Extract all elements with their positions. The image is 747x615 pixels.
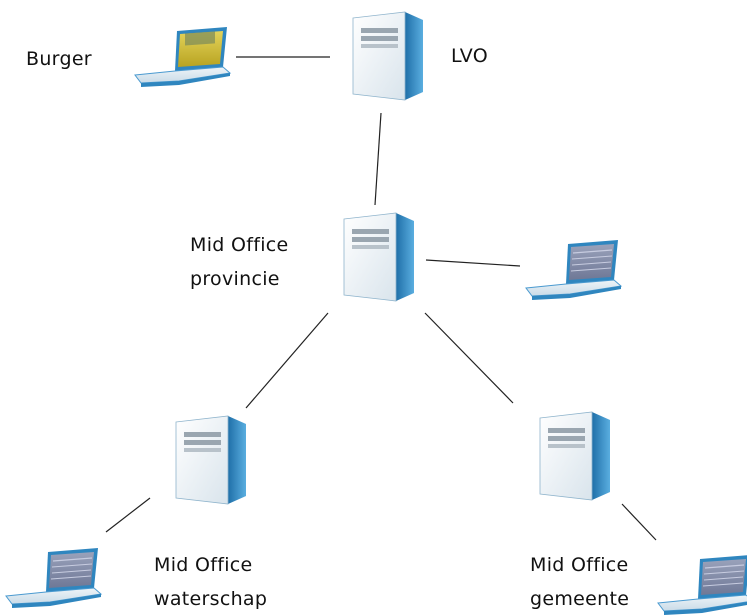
link-gemeente-laptop <box>621 503 657 541</box>
label-provincie-line1: Mid Office <box>190 234 289 256</box>
connection-lines <box>105 56 657 541</box>
link-provincie-gemeente <box>424 312 514 404</box>
laptop-gemeente-icon <box>657 554 747 615</box>
label-lvo: LVO <box>451 45 489 67</box>
laptop-provincie-icon <box>525 239 622 301</box>
server-waterschap-icon <box>175 415 247 505</box>
link-provincie-waterschap <box>245 312 329 409</box>
label-gemeente-line1: Mid Office <box>530 554 629 576</box>
laptop-waterschap-icon <box>5 547 102 609</box>
server-provincie-icon <box>343 212 415 302</box>
laptop-burger-icon <box>134 26 231 88</box>
label-provincie-line2: provincie <box>190 268 280 290</box>
link-waterschap-laptop <box>105 497 151 533</box>
label-waterschap-line2: waterschap <box>154 588 268 610</box>
label-burger: Burger <box>26 48 92 70</box>
link-provincie-laptop <box>425 259 521 267</box>
label-waterschap-line1: Mid Office <box>154 554 253 576</box>
server-gemeente-icon <box>539 411 611 501</box>
link-lvo-provincie <box>374 112 382 206</box>
label-gemeente-line2: gemeente <box>530 588 630 610</box>
server-lvo-icon <box>352 11 424 101</box>
